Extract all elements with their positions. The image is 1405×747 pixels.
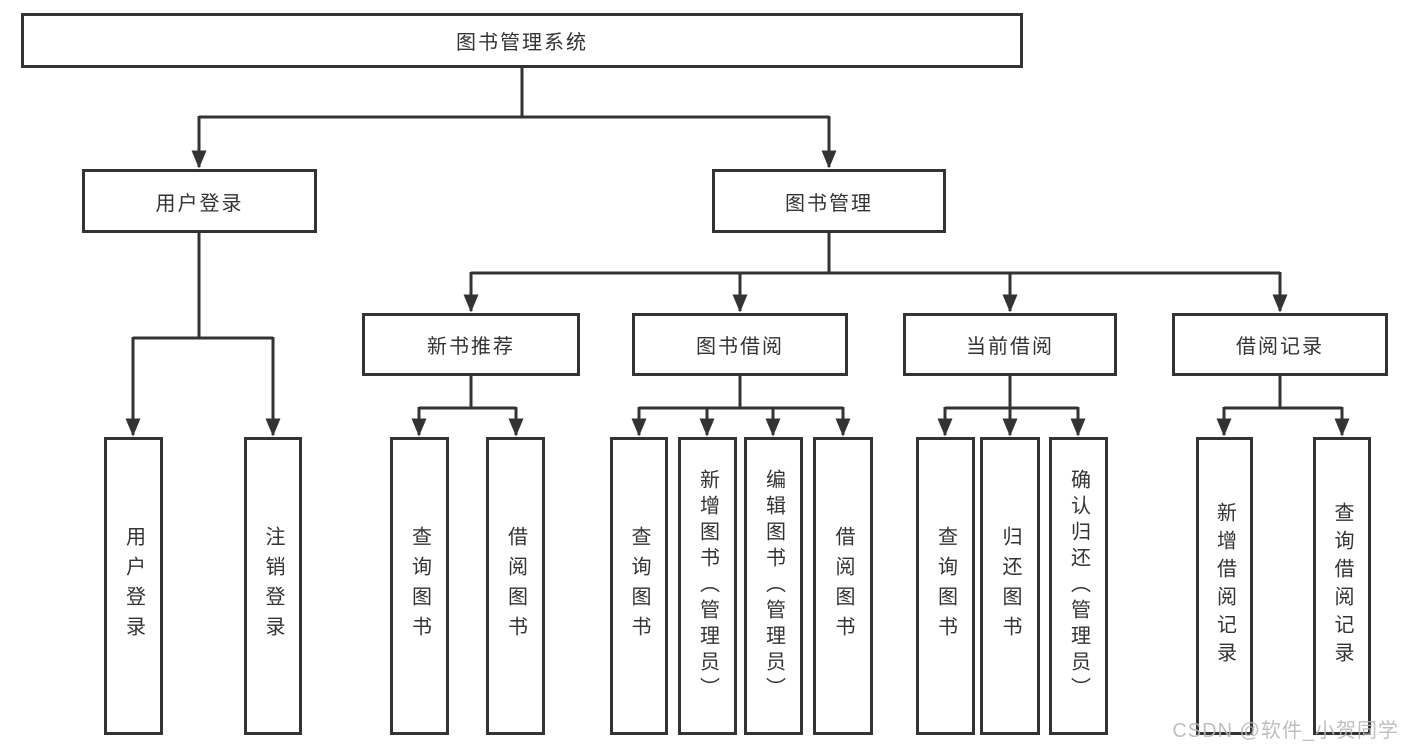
leaf-records-query-record: 查询借阅记录 [1313, 437, 1371, 735]
leaf-current-confirm-return-admin: 确认归还（管理员） [1049, 437, 1108, 735]
node-current-borrow: 当前借阅 [903, 313, 1117, 376]
connector-root-stem [199, 68, 829, 119]
leaf-records-add-record: 新增借阅记录 [1196, 437, 1253, 735]
csdn-watermark: CSDN @软件_小贺同学 [1172, 720, 1399, 742]
leaf-borrow-edit-books-admin: 编辑图书（管理员） [744, 437, 803, 735]
node-user-login: 用户登录 [82, 169, 317, 233]
connector-current-borrow-stem [945, 376, 1078, 410]
connector-user-login-stem [133, 233, 273, 340]
node-book-borrow: 图书借阅 [632, 313, 848, 376]
leaf-borrow-add-books-admin: 新增图书（管理员） [678, 437, 737, 735]
leaf-current-query-books: 查询图书 [916, 437, 975, 735]
connector-new-book-stem [419, 376, 516, 410]
node-borrow-records: 借阅记录 [1172, 313, 1388, 376]
node-root-system: 图书管理系统 [21, 13, 1023, 68]
node-new-book-recommend: 新书推荐 [362, 313, 580, 376]
leaf-borrow-query-books: 查询图书 [610, 437, 668, 735]
connector-borrow-records-stem [1224, 376, 1342, 410]
leaf-current-return-books: 归还图书 [980, 437, 1040, 735]
node-book-management: 图书管理 [712, 169, 946, 233]
leaf-newbook-borrow-books: 借阅图书 [486, 437, 545, 735]
leaf-user-login: 用户登录 [104, 437, 163, 735]
leaf-borrow-borrow-books: 借阅图书 [813, 437, 873, 735]
leaf-logout: 注销登录 [244, 437, 302, 735]
connector-book-borrow-stem [639, 376, 843, 410]
leaf-newbook-query-books: 查询图书 [390, 437, 449, 735]
connector-book-management-stem [471, 233, 1280, 275]
